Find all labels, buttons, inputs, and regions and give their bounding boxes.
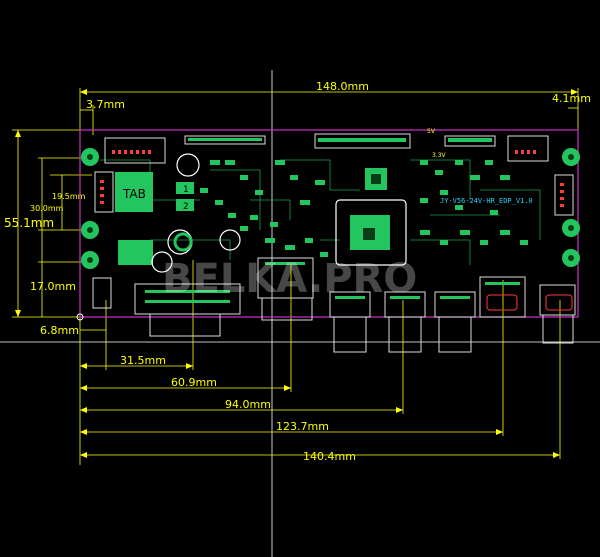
origin-marker <box>76 313 84 321</box>
dim-140-4: 140.4mm <box>303 450 356 463</box>
dim-60-9: 60.9mm <box>171 376 217 389</box>
dim-width-total: 148.0mm <box>316 80 369 93</box>
cap-1 <box>176 182 194 194</box>
electrolytic-caps <box>151 153 241 273</box>
dim-19: 19.5mm <box>52 192 86 201</box>
dim-right-offset: 4.1mm <box>552 92 591 105</box>
top-connectors <box>94 133 574 216</box>
regulator-foot <box>118 240 153 265</box>
soc-outline <box>335 199 407 266</box>
tab-regulator <box>115 172 153 212</box>
bottom-pads <box>145 262 520 303</box>
rail-5v: 5V <box>427 128 436 135</box>
connector-pins <box>100 150 564 207</box>
usb-outlines <box>486 294 573 311</box>
guide-lines <box>0 70 600 557</box>
dim-31-5: 31.5mm <box>120 354 166 367</box>
smd-components <box>200 160 528 257</box>
inductor <box>173 232 193 252</box>
soc-center <box>363 228 375 240</box>
dim-123-7: 123.7mm <box>276 420 329 433</box>
secondary-chip-core <box>371 174 381 184</box>
bottom-connectors <box>92 257 576 353</box>
part-label: JY-V56-24V-HR_EDP_V1.0 <box>440 197 533 205</box>
cap-2 <box>176 199 194 211</box>
tab-label: TAB <box>122 187 146 201</box>
dim-left-offset: 3.7mm <box>86 98 125 111</box>
dim-17: 17.0mm <box>30 280 76 293</box>
watermark: BELKA.PRO <box>162 256 417 302</box>
dim-94: 94.0mm <box>225 398 271 411</box>
rail-3v3: 3.3V <box>432 152 447 159</box>
dim-6-8: 6.8mm <box>40 324 79 337</box>
mounting-holes <box>81 148 580 269</box>
dim-30: 30.0mm <box>30 204 64 213</box>
cap-2-label: 2 <box>183 202 189 212</box>
dimension-lines <box>12 88 579 465</box>
dim-height-total: 55.1mm <box>4 216 54 230</box>
connector-pads <box>188 138 492 142</box>
cap-1-label: 1 <box>183 185 189 195</box>
arrowheads <box>15 89 578 458</box>
